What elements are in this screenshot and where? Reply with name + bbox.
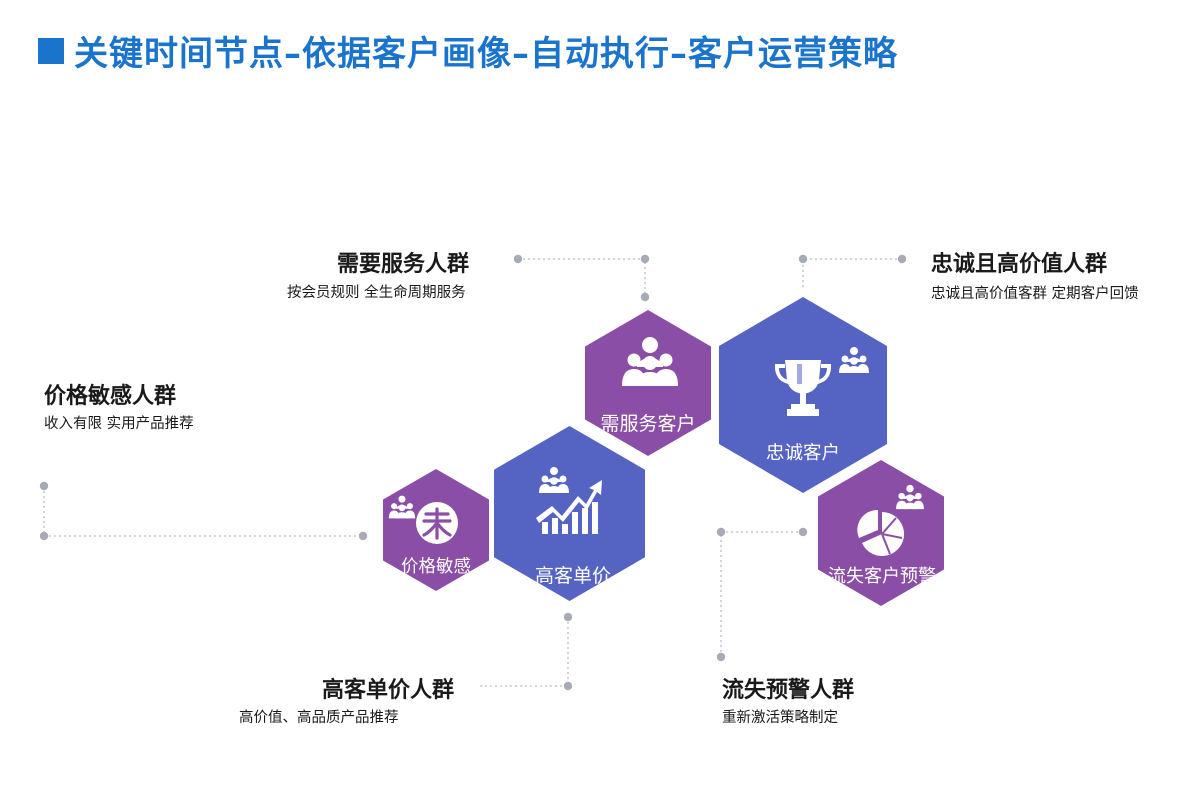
hex-label-churn: 流失客户预警 [828, 566, 936, 587]
hex-label-high-price: 高客单价 [534, 565, 612, 587]
price-tag-icon [416, 502, 458, 544]
connector-dot [39, 531, 49, 541]
group-desc-high-price: 高价值、高品质产品推荐 [239, 710, 399, 726]
small-people-icon [896, 484, 924, 510]
small-people-icon [539, 467, 569, 493]
connector-churn [720, 531, 803, 657]
connector-dot [640, 292, 650, 302]
connector-dot [897, 254, 907, 264]
connector-dot [640, 254, 650, 264]
group-title-need-service: 需要服务人群 [337, 252, 470, 277]
group-title-price-sensitive: 价格敏感人群 [44, 384, 177, 409]
group-desc-price-sensitive: 收入有限 实用产品推荐 [44, 416, 194, 432]
connector-high-price [478, 617, 569, 687]
hex-label-price-sensitive: 价格敏感 [401, 557, 471, 577]
connector-dot [513, 254, 523, 264]
group-title-high-price: 高客单价人群 [322, 678, 455, 703]
group-title-loyal: 忠诚且高价值人群 [931, 252, 1108, 277]
title-accent-square [38, 37, 64, 64]
connector-price-sensitive [43, 486, 363, 537]
page-title: 关键时间节点–依据客户画像–自动执行–客户运营策略 [74, 34, 898, 74]
group-desc-churn: 重新激活策略制定 [722, 710, 838, 726]
group-title-churn: 流失预警人群 [722, 678, 855, 703]
people-group-icon [622, 337, 678, 386]
connector-loyal [802, 258, 902, 287]
connector-dot [798, 254, 808, 264]
pie-chart-icon [857, 509, 905, 556]
connector-dot [39, 481, 49, 491]
hex-label-loyal: 忠诚客户 [765, 443, 841, 464]
hex-label-need-service: 需服务客户 [600, 413, 696, 435]
page-header: 关键时间节点–依据客户画像–自动执行–客户运营策略 [38, 26, 898, 75]
group-desc-need-service: 按会员规则 全生命周期服务 [287, 285, 466, 301]
connector-dot [563, 681, 573, 691]
connector-dot [798, 527, 808, 537]
connector-need-service [518, 258, 646, 297]
small-people-icon [839, 347, 869, 373]
small-people-icon [388, 495, 416, 519]
connector-dot [563, 612, 573, 622]
connector-dot [716, 652, 726, 662]
connector-dot [358, 531, 368, 541]
connector-dot [716, 527, 726, 537]
trophy-icon [774, 360, 832, 416]
group-desc-loyal: 忠诚且高价值客群 定期客户回馈 [931, 286, 1139, 302]
growth-chart-icon [536, 480, 602, 534]
